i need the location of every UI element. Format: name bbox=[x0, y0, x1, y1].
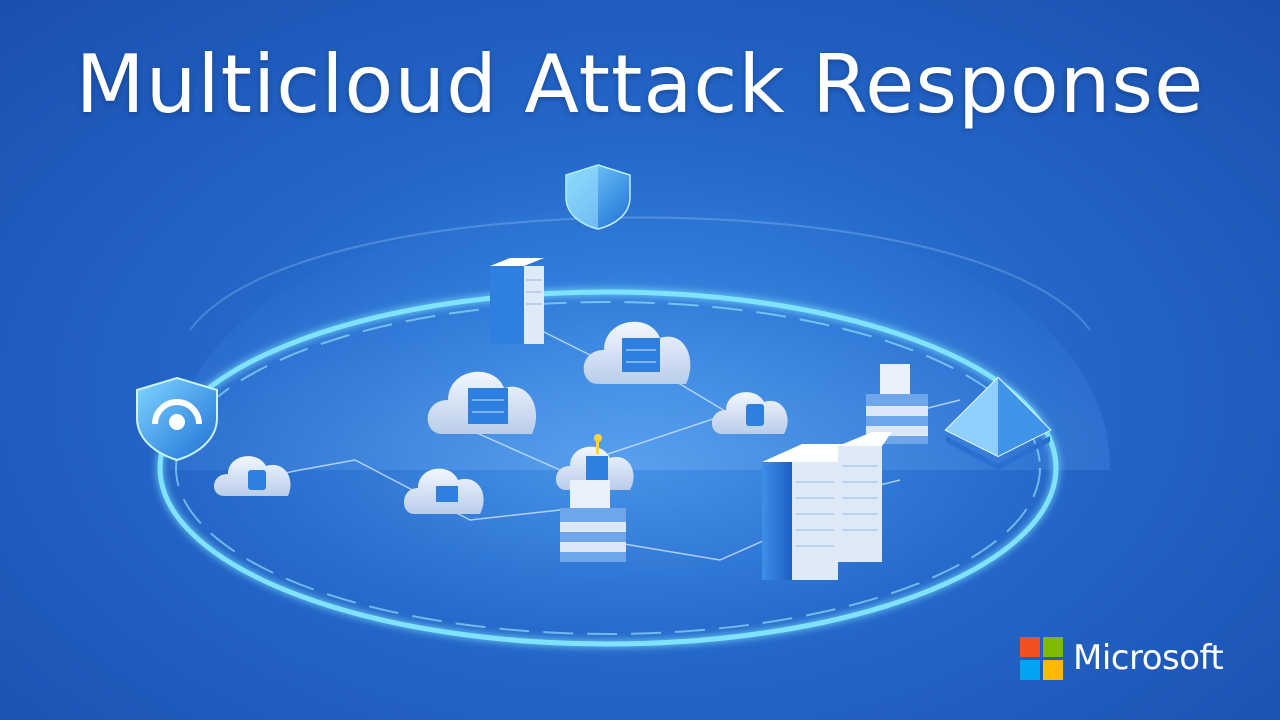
brand: Microsoft bbox=[1020, 636, 1224, 680]
cloud-server-icon bbox=[583, 321, 691, 384]
cloud-mail-icon bbox=[403, 468, 484, 514]
key-icon bbox=[594, 434, 602, 454]
cloud-database-icon bbox=[711, 392, 788, 434]
defender-shield-icon bbox=[565, 164, 631, 230]
server-rack-icon bbox=[490, 258, 544, 344]
cloud-server-icon bbox=[427, 371, 537, 434]
laptop-stack-icon bbox=[560, 480, 626, 562]
logo-square-yellow bbox=[1043, 659, 1063, 680]
shield-icon bbox=[136, 376, 218, 462]
page-title: Multicloud Attack Response bbox=[75, 38, 1205, 131]
logo-square-green bbox=[1043, 636, 1063, 657]
laptop-stack-icon bbox=[866, 364, 928, 444]
server-rack-icon bbox=[762, 432, 892, 580]
pyramid-icon bbox=[944, 376, 1052, 470]
microsoft-logo-icon bbox=[1020, 636, 1063, 680]
cloud-key-icon bbox=[555, 434, 634, 490]
logo-square-red bbox=[1020, 636, 1040, 657]
glowing-ring bbox=[157, 289, 1059, 647]
logo-square-blue bbox=[1020, 659, 1040, 680]
cloud-database-icon bbox=[213, 456, 291, 496]
brand-name: Microsoft bbox=[1073, 638, 1224, 678]
